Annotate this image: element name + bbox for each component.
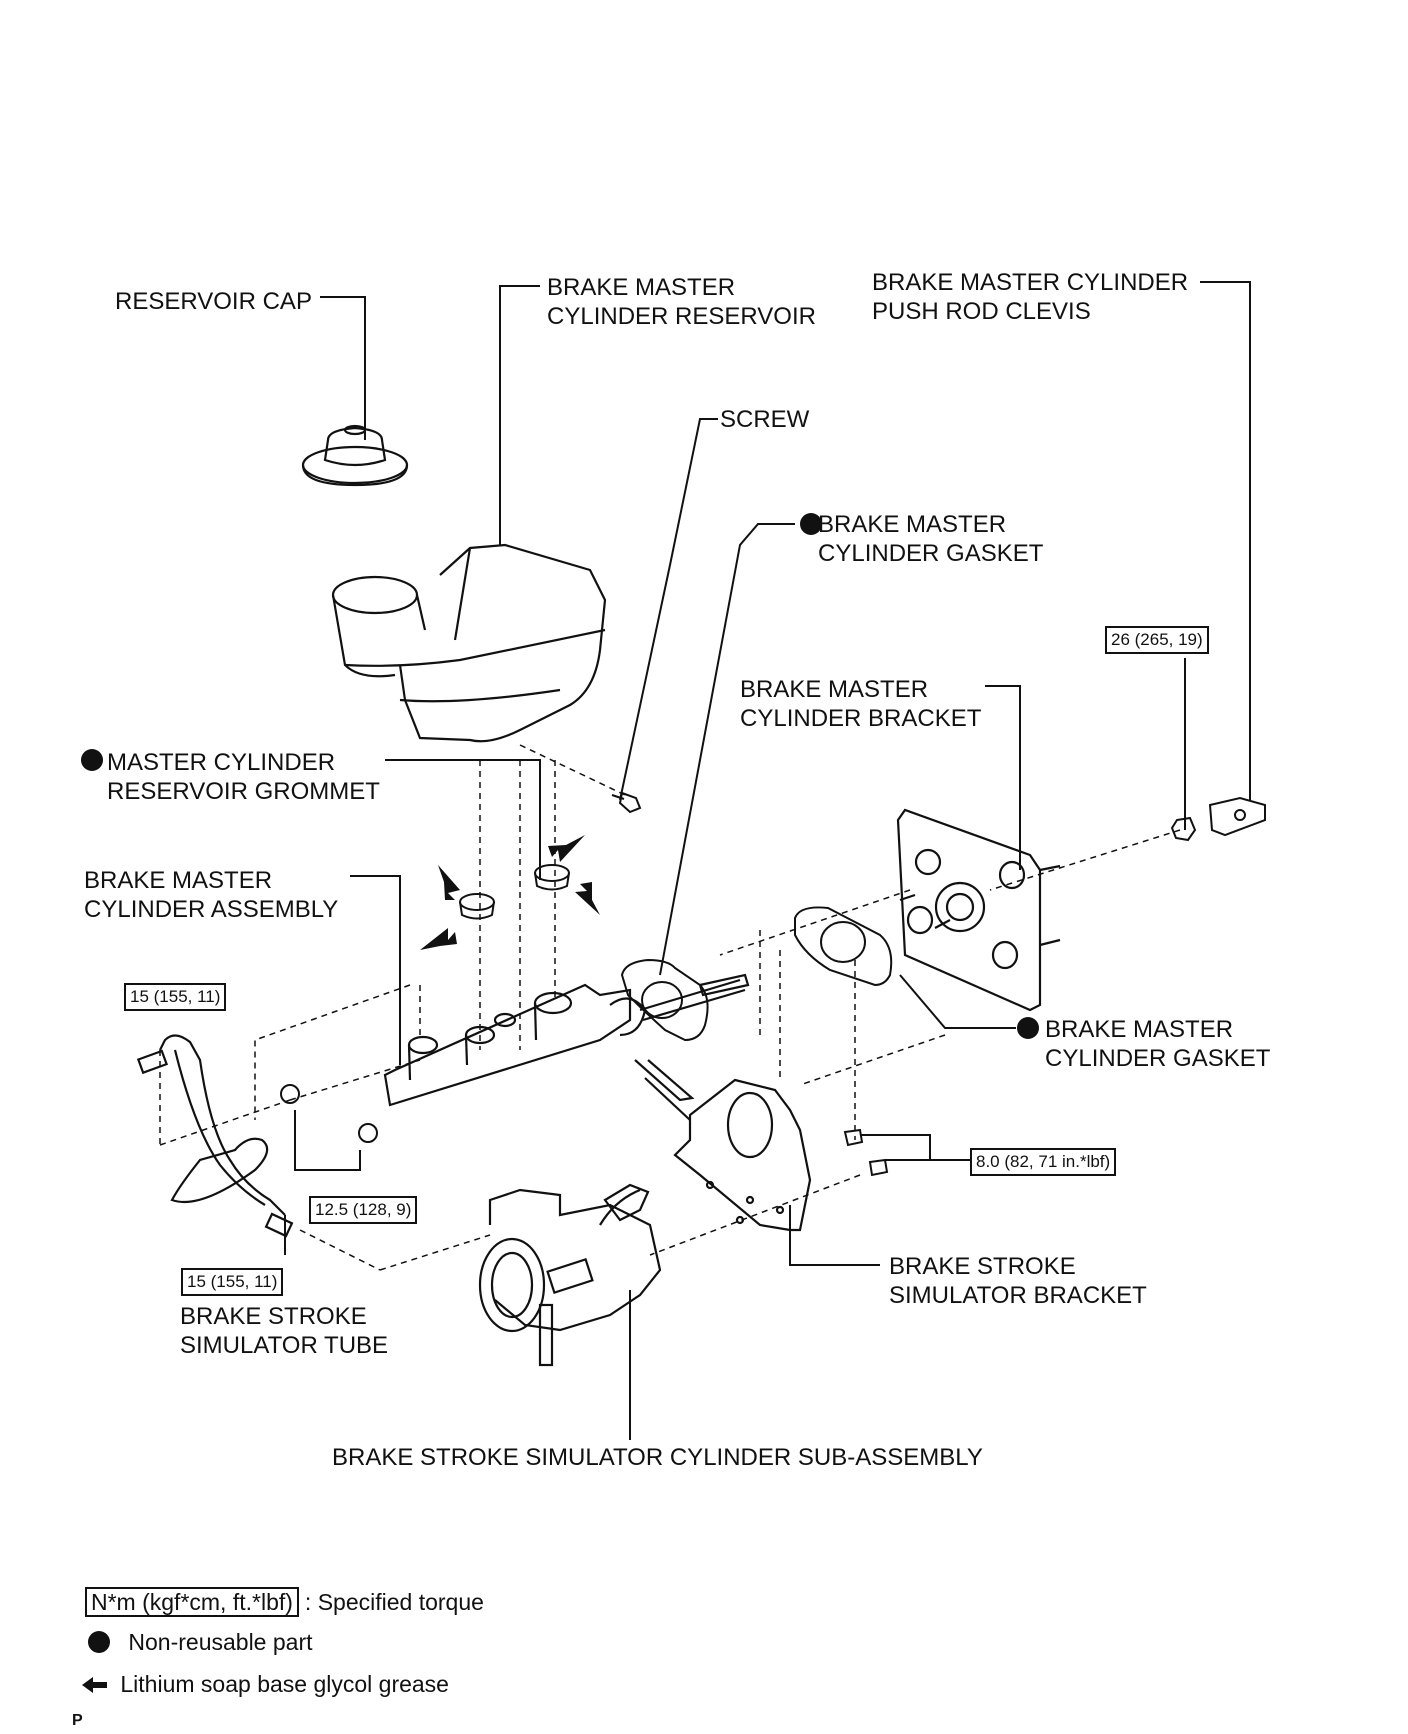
dashed-guide-lines <box>159 744 1181 1271</box>
bolt-parts <box>280 1084 889 1177</box>
label-gasket-top-line1: BRAKE MASTER <box>818 511 1007 538</box>
label-master-reservoir: BRAKE MASTER CYLINDER RESERVOIR <box>547 273 816 331</box>
master-cylinder-part <box>383 973 750 1107</box>
label-simulator-tube-line1: BRAKE STROKE <box>180 1303 367 1330</box>
grease-arrows <box>420 835 600 950</box>
label-gasket-top-line2: CYLINDER GASKET <box>818 540 1044 567</box>
label-simulator-tube: BRAKE STROKE SIMULATOR TUBE <box>180 1302 388 1360</box>
label-reservoir-cap: RESERVOIR CAP <box>115 288 312 315</box>
small-gasket-part <box>620 958 709 1042</box>
legend-nonreusable-text: Non-reusable part <box>128 1629 313 1655</box>
label-master-reservoir-line1: BRAKE MASTER <box>547 274 736 301</box>
label-bracket-line2: CYLINDER BRACKET <box>740 705 982 732</box>
bracket-part <box>896 808 1061 1012</box>
screw-part <box>611 791 642 814</box>
grommet-parts <box>459 864 570 920</box>
label-master-assembly: BRAKE MASTER CYLINDER ASSEMBLY <box>84 866 338 924</box>
large-gasket-part <box>794 906 893 987</box>
label-master-assembly-line2: CYLINDER ASSEMBLY <box>84 896 339 923</box>
reservoir-cap-part <box>301 424 409 487</box>
leader-lines <box>284 281 1251 1440</box>
label-push-rod-clevis-line2: PUSH ROD CLEVIS <box>872 298 1091 325</box>
label-gasket-top: BRAKE MASTER CYLINDER GASKET <box>818 510 1043 568</box>
label-bracket-line1: BRAKE MASTER <box>740 676 929 703</box>
label-simulator-bracket-line1: BRAKE STROKE <box>889 1253 1076 1280</box>
legend-torque: N*m (kgf*cm, ft.*lbf): Specified torque <box>85 1587 484 1617</box>
reservoir-part <box>331 543 607 743</box>
torque-clevis-nut: 26 (265, 19) <box>1105 626 1209 654</box>
legend-nonreusable: Non-reusable part <box>88 1628 313 1656</box>
label-gasket-right: BRAKE MASTER CYLINDER GASKET <box>1045 1015 1270 1073</box>
grease-arrow-icon <box>82 1677 107 1693</box>
label-simulator-bracket: BRAKE STROKE SIMULATOR BRACKET <box>889 1252 1147 1310</box>
torque-master-nuts: 12.5 (128, 9) <box>309 1196 418 1224</box>
simulator-tube-part <box>136 1034 294 1238</box>
label-master-assembly-line1: BRAKE MASTER <box>84 867 273 894</box>
label-screw: SCREW <box>720 406 810 433</box>
label-push-rod-clevis-line1: BRAKE MASTER CYLINDER <box>872 269 1189 296</box>
label-grommet-line2: RESERVOIR GROMMET <box>107 778 380 805</box>
label-grommet-line1: MASTER CYLINDER <box>107 749 336 776</box>
legend-torque-unit: N*m (kgf*cm, ft.*lbf) <box>85 1587 299 1617</box>
label-grommet: MASTER CYLINDER RESERVOIR GROMMET <box>107 748 380 806</box>
corner-mark: P <box>72 1712 83 1729</box>
label-simulator-tube-line2: SIMULATOR TUBE <box>180 1332 389 1359</box>
nut-clevis-parts <box>1170 796 1266 842</box>
label-simulator-cylinder: BRAKE STROKE SIMULATOR CYLINDER SUB-ASSE… <box>332 1444 983 1471</box>
label-simulator-bracket-line2: SIMULATOR BRACKET <box>889 1282 1147 1309</box>
label-push-rod-clevis: BRAKE MASTER CYLINDER PUSH ROD CLEVIS <box>872 268 1188 326</box>
torque-bracket-bolts: 8.0 (82, 71 in.*lbf) <box>970 1148 1117 1176</box>
label-master-reservoir-line2: CYLINDER RESERVOIR <box>547 303 816 330</box>
legend-grease: Lithium soap base glycol grease <box>82 1670 449 1698</box>
simulator-cylinder-part <box>478 1183 662 1367</box>
filled-circle-icon <box>88 1631 110 1653</box>
legend-torque-text: : Specified torque <box>304 1589 484 1615</box>
nonreusable-markers <box>81 513 1039 1039</box>
label-gasket-right-line2: CYLINDER GASKET <box>1045 1045 1271 1072</box>
simulator-bracket-part <box>634 1059 812 1232</box>
torque-tube-lower: 15 (155, 11) <box>181 1268 284 1296</box>
label-bracket: BRAKE MASTER CYLINDER BRACKET <box>740 675 981 733</box>
torque-tube-upper: 15 (155, 11) <box>124 983 227 1011</box>
label-gasket-right-line1: BRAKE MASTER <box>1045 1016 1234 1043</box>
legend-grease-text: Lithium soap base glycol grease <box>120 1671 449 1697</box>
